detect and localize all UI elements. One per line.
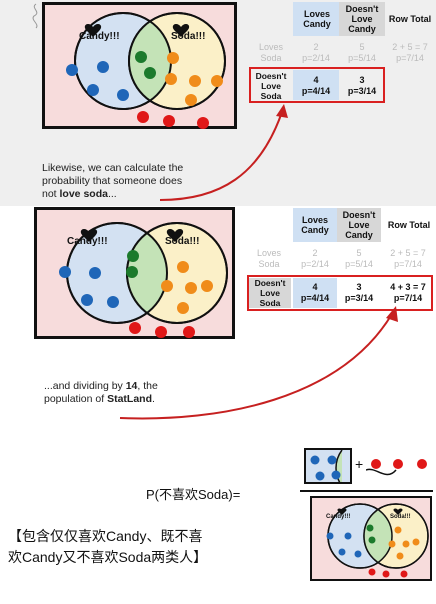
orange-dots [165,52,223,106]
row2-label-doesnt-love-soda: Doesn't Love Soda [254,278,286,308]
t2-dls-total-prob: p=7/14 [393,293,423,303]
header-row-total: Row Total [388,14,432,24]
caption-1-line-1: Likewise, we can calculate the [42,162,184,174]
venn-diagram-2: Candy!!! Soda!!! [34,207,235,339]
t1-dls-c1-prob: p=4/14 [301,86,331,96]
t2-ls-c1-prob: p=2/14 [301,259,329,269]
t2-ls-total-sum: 2 + 5 = 7 [390,248,426,258]
chinese-note-line-1: 【包含仅仅喜欢Candy、既不喜 [8,528,203,544]
t2-dls-c2-count: 3 [356,282,362,292]
t2-ls-c2-prob: p=5/14 [345,259,373,269]
t1-ls-c2-count: 5 [359,42,365,52]
soda-label: Soda!!! [171,31,206,42]
t1-dls-c2-count: 3 [359,75,365,85]
highlight-row-1 [249,67,385,103]
caption-2: ...and dividing by 14, the population of… [44,380,244,406]
candy-label-2: Candy!!! [67,236,108,247]
row-label-loves-soda: Loves Soda [258,42,284,63]
header-loves-candy: Loves Candy [303,9,331,29]
header-doesnt-love-candy: Doesn't Love Candy [345,4,379,34]
header2-loves-candy: Loves Candy [301,215,329,235]
doodle-icon [32,3,38,29]
t1-dls-c2-prob: p=3/14 [347,86,377,96]
t2-ls-c2-count: 5 [356,248,362,258]
blue-dots [66,61,129,101]
t1-ls-c1-count: 2 [313,42,319,52]
t1-ls-total-sum: 2 + 5 = 7 [392,42,428,52]
t1-ls-total-prob: p=7/14 [396,53,424,63]
numerator-blue-group [304,448,352,484]
venn-diagram-1: Candy!!! Soda!!! [42,2,237,129]
t2-dls-c1-count: 4 [312,282,318,292]
t2-ls-c1-count: 2 [312,248,318,258]
t1-ls-c2-prob: p=5/14 [348,53,376,63]
t2-dls-total-sum: 4 + 3 = 7 [390,282,426,292]
formula-label: P(不喜欢Soda)= [146,487,241,502]
arrow-1 [159,104,288,201]
t1-ls-c1-prob: p=2/14 [302,53,330,63]
contingency-table-2: Loves Candy Doesn't Love Candy Row Total… [245,208,435,311]
t2-ls-total-prob: p=7/14 [394,259,422,269]
green-dots [135,51,156,79]
chinese-note: 【包含仅仅喜欢Candy、既不喜 欢Candy又不喜欢Soda两类人】 [8,526,303,568]
header2-doesnt-love-candy: Doesn't Love Candy [342,210,376,240]
contingency-table-1: Loves Candy Doesn't Love Candy Row Total… [245,2,435,103]
highlight-row-2 [247,275,433,311]
t2-dls-c2-prob: p=3/14 [344,293,374,303]
fraction-bar [300,490,433,492]
caption-1-line-2: probability that someone does [42,175,183,187]
numerator-red-group [366,459,427,476]
t2-dls-c1-prob: p=4/14 [300,293,330,303]
caption-2-line-1: ...and dividing by 14, the [44,380,158,392]
venn-diagram-denominator: Candy!!! Soda!!! [310,496,432,581]
soda-label-2: Soda!!! [165,236,200,247]
caption-1: Likewise, we can calculate the probabili… [42,162,242,201]
candy-label-3: Candy!!! [326,514,351,520]
header2-row-total: Row Total [387,220,431,230]
arrow-2 [119,306,398,420]
row-label-doesnt-love-soda: Doesn't Love Soda [255,71,287,101]
red-dots [137,111,209,129]
row2-label-loves-soda: Loves Soda [256,248,282,269]
candy-label: Candy!!! [79,31,120,42]
caption-1-line-3: not love soda... [42,188,117,200]
soda-label-3: Soda!!! [390,514,411,520]
t1-dls-c1-count: 4 [313,75,319,85]
caption-2-line-2: population of StatLand. [44,393,155,405]
chinese-note-line-2: 欢Candy又不喜欢Soda两类人】 [8,549,208,565]
plus-sign: + [355,456,364,472]
